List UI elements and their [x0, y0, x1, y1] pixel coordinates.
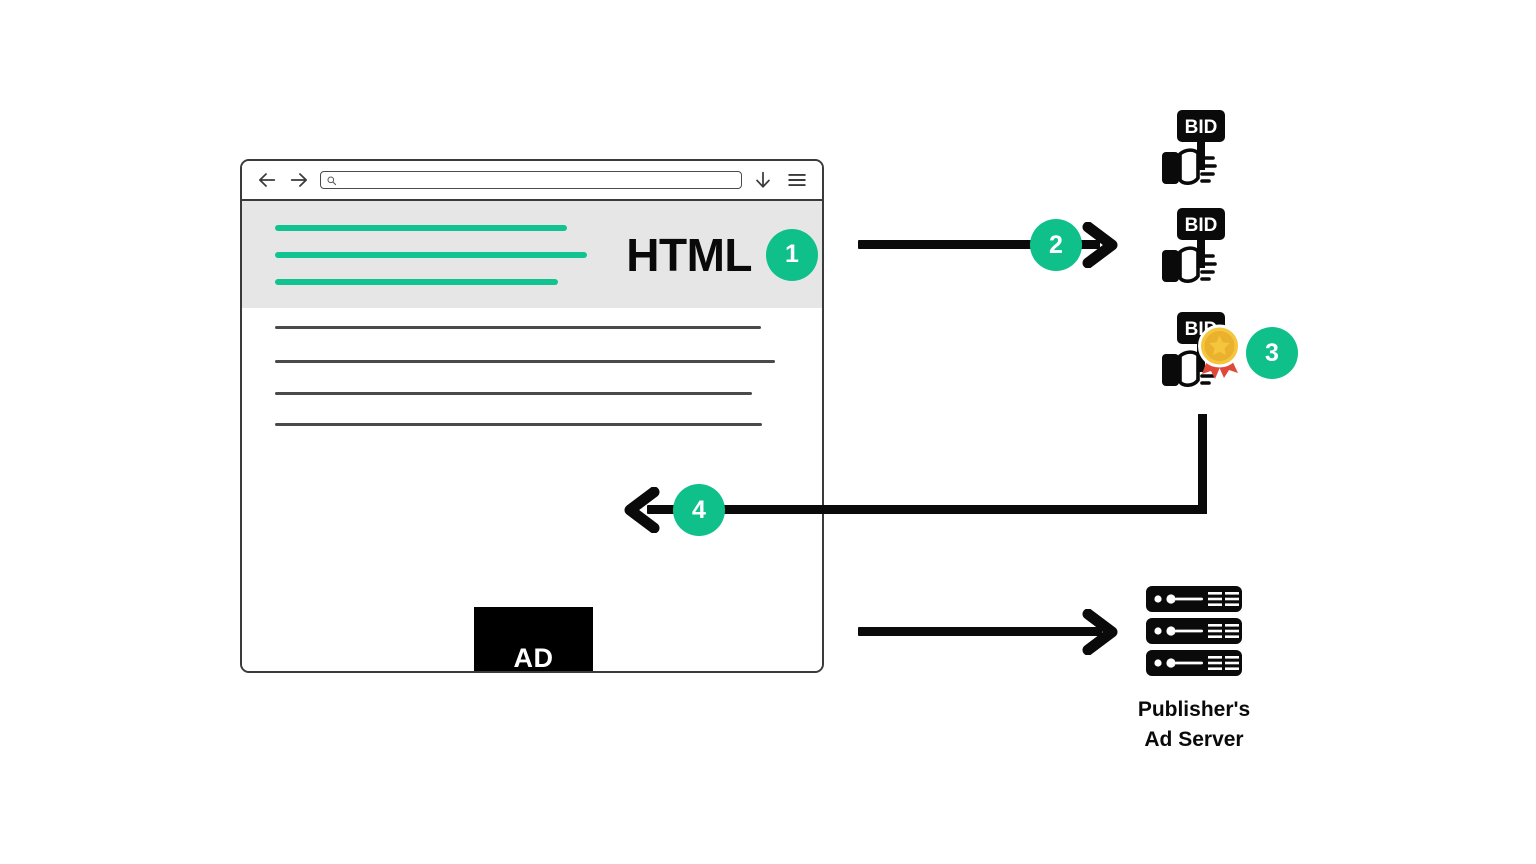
- download-arrow-icon[interactable]: [752, 169, 774, 191]
- arrow-adserver-shaft: [858, 627, 1102, 636]
- hero-title-group: HTML 1: [626, 228, 818, 281]
- arrow-left-icon[interactable]: [256, 169, 278, 191]
- bid-paddle-icon-1: BID: [1162, 110, 1225, 185]
- search-icon: [327, 175, 337, 185]
- browser-toolbar: [242, 161, 822, 201]
- ad-server-label: Publisher's Ad Server: [1137, 698, 1251, 751]
- page-content-area: AD: [242, 308, 822, 673]
- ad-slot-label: AD: [513, 643, 554, 673]
- arrow-step2-head: [1082, 222, 1118, 268]
- toolbar-right-group: [752, 169, 808, 191]
- browser-window-mockup: HTML 1 AD: [240, 159, 824, 673]
- svg-text:BID: BID: [1185, 117, 1218, 138]
- hamburger-menu-icon[interactable]: [786, 169, 808, 191]
- page-hero-band: HTML 1: [242, 201, 822, 308]
- content-text-line: [275, 360, 775, 363]
- address-bar[interactable]: [320, 171, 742, 189]
- svg-text:BID: BID: [1185, 215, 1218, 236]
- content-text-line: [275, 423, 762, 426]
- hero-accent-line-3: [275, 278, 558, 285]
- arrow-step2-shaft: [858, 240, 1100, 249]
- page-title: HTML: [626, 228, 752, 281]
- arrow-step4-head: [624, 487, 660, 533]
- ad-slot: AD: [474, 607, 593, 673]
- arrow-adserver-head: [1082, 609, 1118, 655]
- connector-step4-horizontal: [647, 505, 1207, 514]
- bid-paddle-icon-2: BID: [1162, 208, 1225, 283]
- content-text-line: [275, 392, 752, 395]
- content-text-line: [275, 326, 761, 329]
- server-rack-icon: [1146, 586, 1242, 676]
- step-badge-4: 4: [673, 484, 725, 536]
- step-badge-2: 2: [1030, 219, 1082, 271]
- connector-step4-vertical: [1198, 414, 1207, 514]
- hero-accent-line-1: [275, 224, 567, 231]
- step-badge-3: 3: [1246, 327, 1298, 379]
- award-medal-icon: [1198, 324, 1241, 379]
- hero-accent-line-2: [275, 251, 587, 258]
- hero-accent-lines: [275, 224, 587, 285]
- arrow-right-icon[interactable]: [288, 169, 310, 191]
- step-badge-1: 1: [766, 228, 818, 281]
